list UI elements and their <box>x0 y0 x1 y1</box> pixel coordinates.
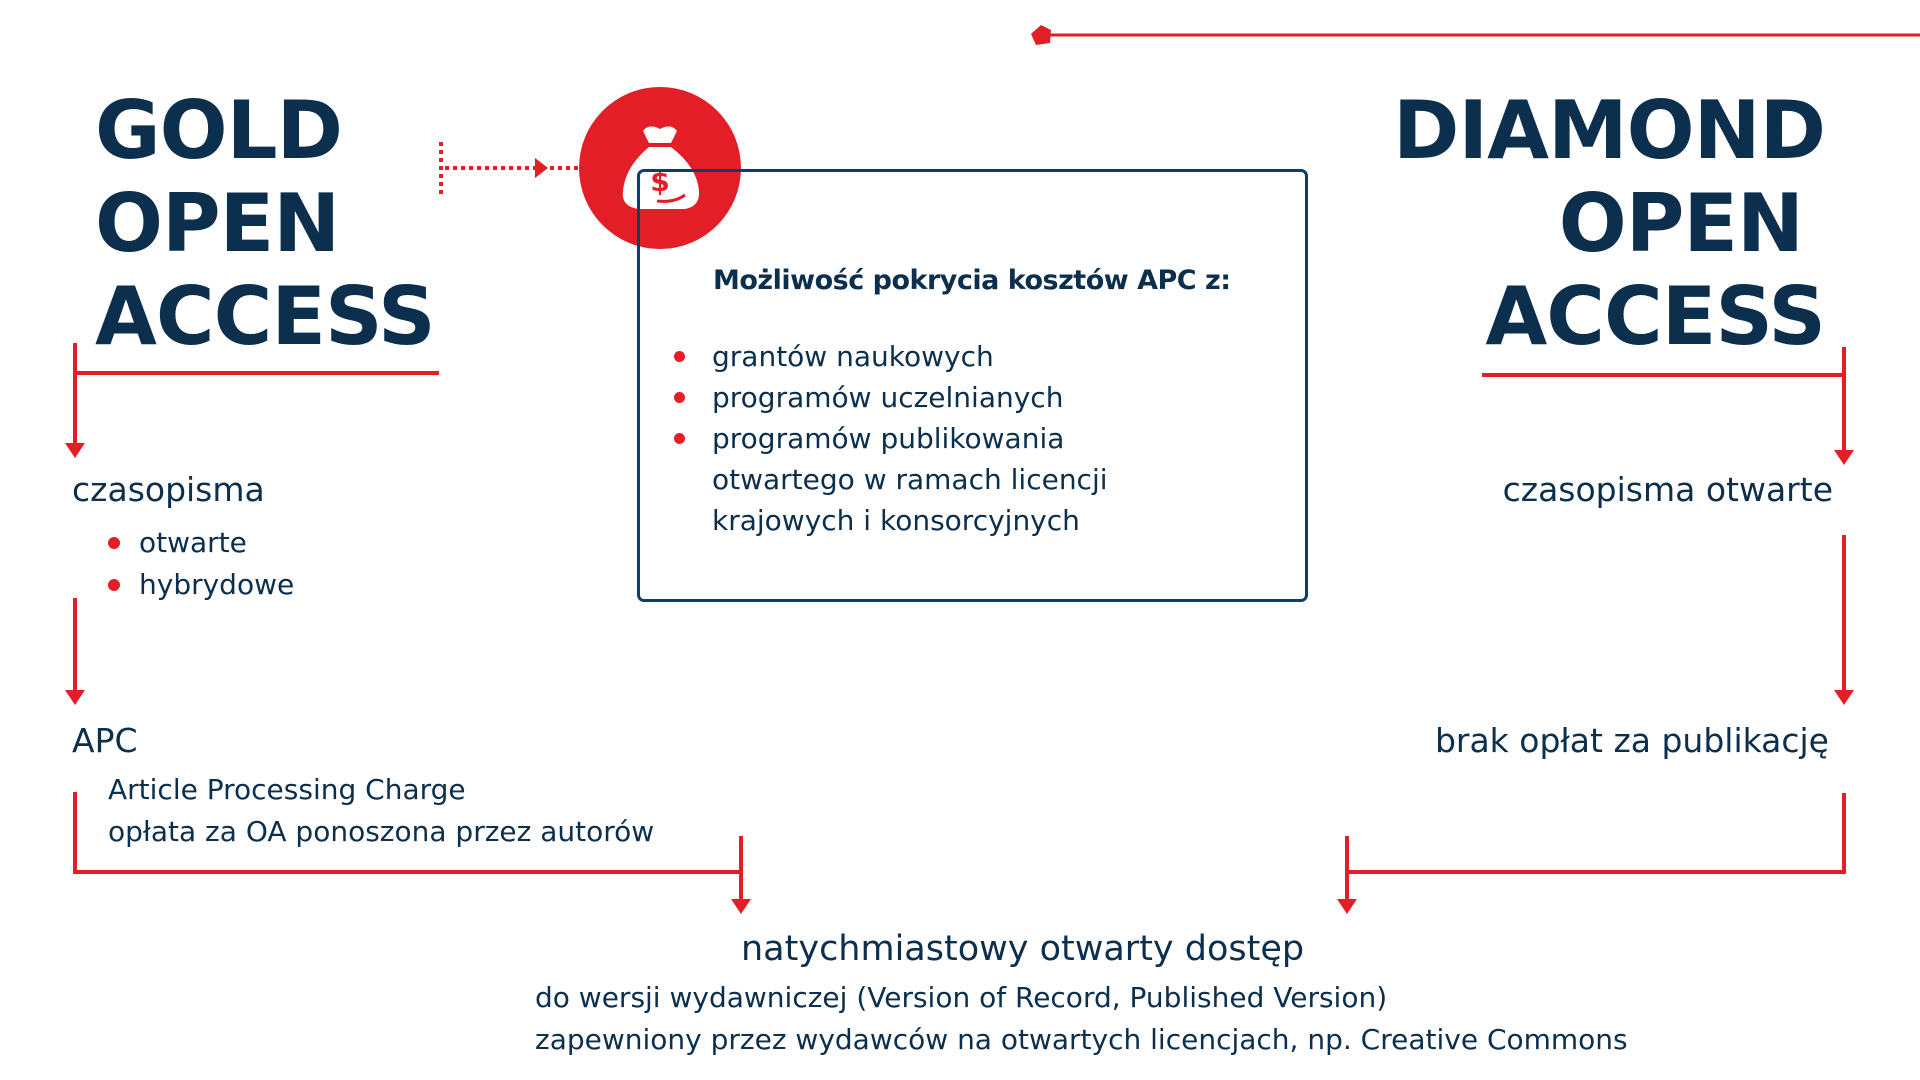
bullet-icon <box>674 351 685 362</box>
bullet-icon <box>674 392 685 403</box>
result-description: do wersji wydawniczej (Version of Record… <box>535 977 1628 1061</box>
diamond-title-line-1: DIAMOND <box>1392 84 1826 177</box>
result-title: natychmiastowy otwarty dostęp <box>741 929 1305 969</box>
apc-funding-list: grantów naukowych programów uczelnianych… <box>672 336 1108 541</box>
gold-journal-types-list: otwarte hybrydowe <box>108 522 294 606</box>
bullet-icon <box>108 579 120 591</box>
list-item: otwarte <box>108 522 294 564</box>
funding-source-agreements-line-2: otwartego w ramach licencji <box>712 463 1108 496</box>
bullet-icon <box>108 537 120 549</box>
result-line-2: zapewniony przez wydawców na otwartych l… <box>535 1023 1628 1056</box>
list-item-continuation: krajowych i konsorcyjnych <box>672 500 1108 541</box>
list-item: programów publikowania <box>672 418 1108 459</box>
gold-title-line-1: GOLD <box>95 84 343 177</box>
diamond-title-line-2: OPEN <box>1558 177 1804 270</box>
gold-title-line-2: OPEN <box>95 177 340 270</box>
diamond-title-line-3: ACCESS <box>1485 270 1826 363</box>
result-line-1: do wersji wydawniczej (Version of Record… <box>535 981 1388 1014</box>
svg-text:$: $ <box>650 165 669 198</box>
funding-source-agreements-line-1: programów publikowania <box>712 422 1065 455</box>
list-item: hybrydowe <box>108 564 294 606</box>
list-item: programów uczelnianych <box>672 377 1108 418</box>
list-item-continuation: otwartego w ramach licencji <box>672 459 1108 500</box>
apc-explanation: opłata za OA ponoszona przez autorów <box>108 815 655 848</box>
funding-source-university: programów uczelnianych <box>712 381 1064 414</box>
gold-journals-label: czasopisma <box>72 470 265 509</box>
diamond-fee-label: brak opłat za publikację <box>1434 721 1829 760</box>
pentagon-marker <box>1031 25 1051 45</box>
journal-type-hybrid: hybrydowe <box>139 568 295 601</box>
money-bag-icon: $ <box>622 126 700 209</box>
apc-funding-badge: $ <box>579 87 741 249</box>
diamond-journals-label: czasopisma otwarte <box>1502 470 1833 509</box>
list-item: grantów naukowych <box>672 336 1108 377</box>
bullet-icon <box>674 433 685 444</box>
diamond-open-access-title: DIAMOND OPEN ACCESS <box>1392 84 1826 363</box>
apc-label: APC <box>72 721 138 760</box>
gold-title-line-3: ACCESS <box>95 270 436 363</box>
apc-funding-heading: Możliwość pokrycia kosztów APC z: <box>713 265 1231 296</box>
gold-open-access-title: GOLD OPEN ACCESS <box>95 84 436 363</box>
apc-description: Article Processing Charge opłata za OA p… <box>108 769 654 853</box>
funding-source-grants: grantów naukowych <box>712 340 994 373</box>
apc-full-name: Article Processing Charge <box>108 773 466 806</box>
journal-type-open: otwarte <box>139 526 247 559</box>
apc-funding-box <box>637 169 1308 602</box>
funding-source-agreements-line-3: krajowych i konsorcyjnych <box>712 504 1080 537</box>
